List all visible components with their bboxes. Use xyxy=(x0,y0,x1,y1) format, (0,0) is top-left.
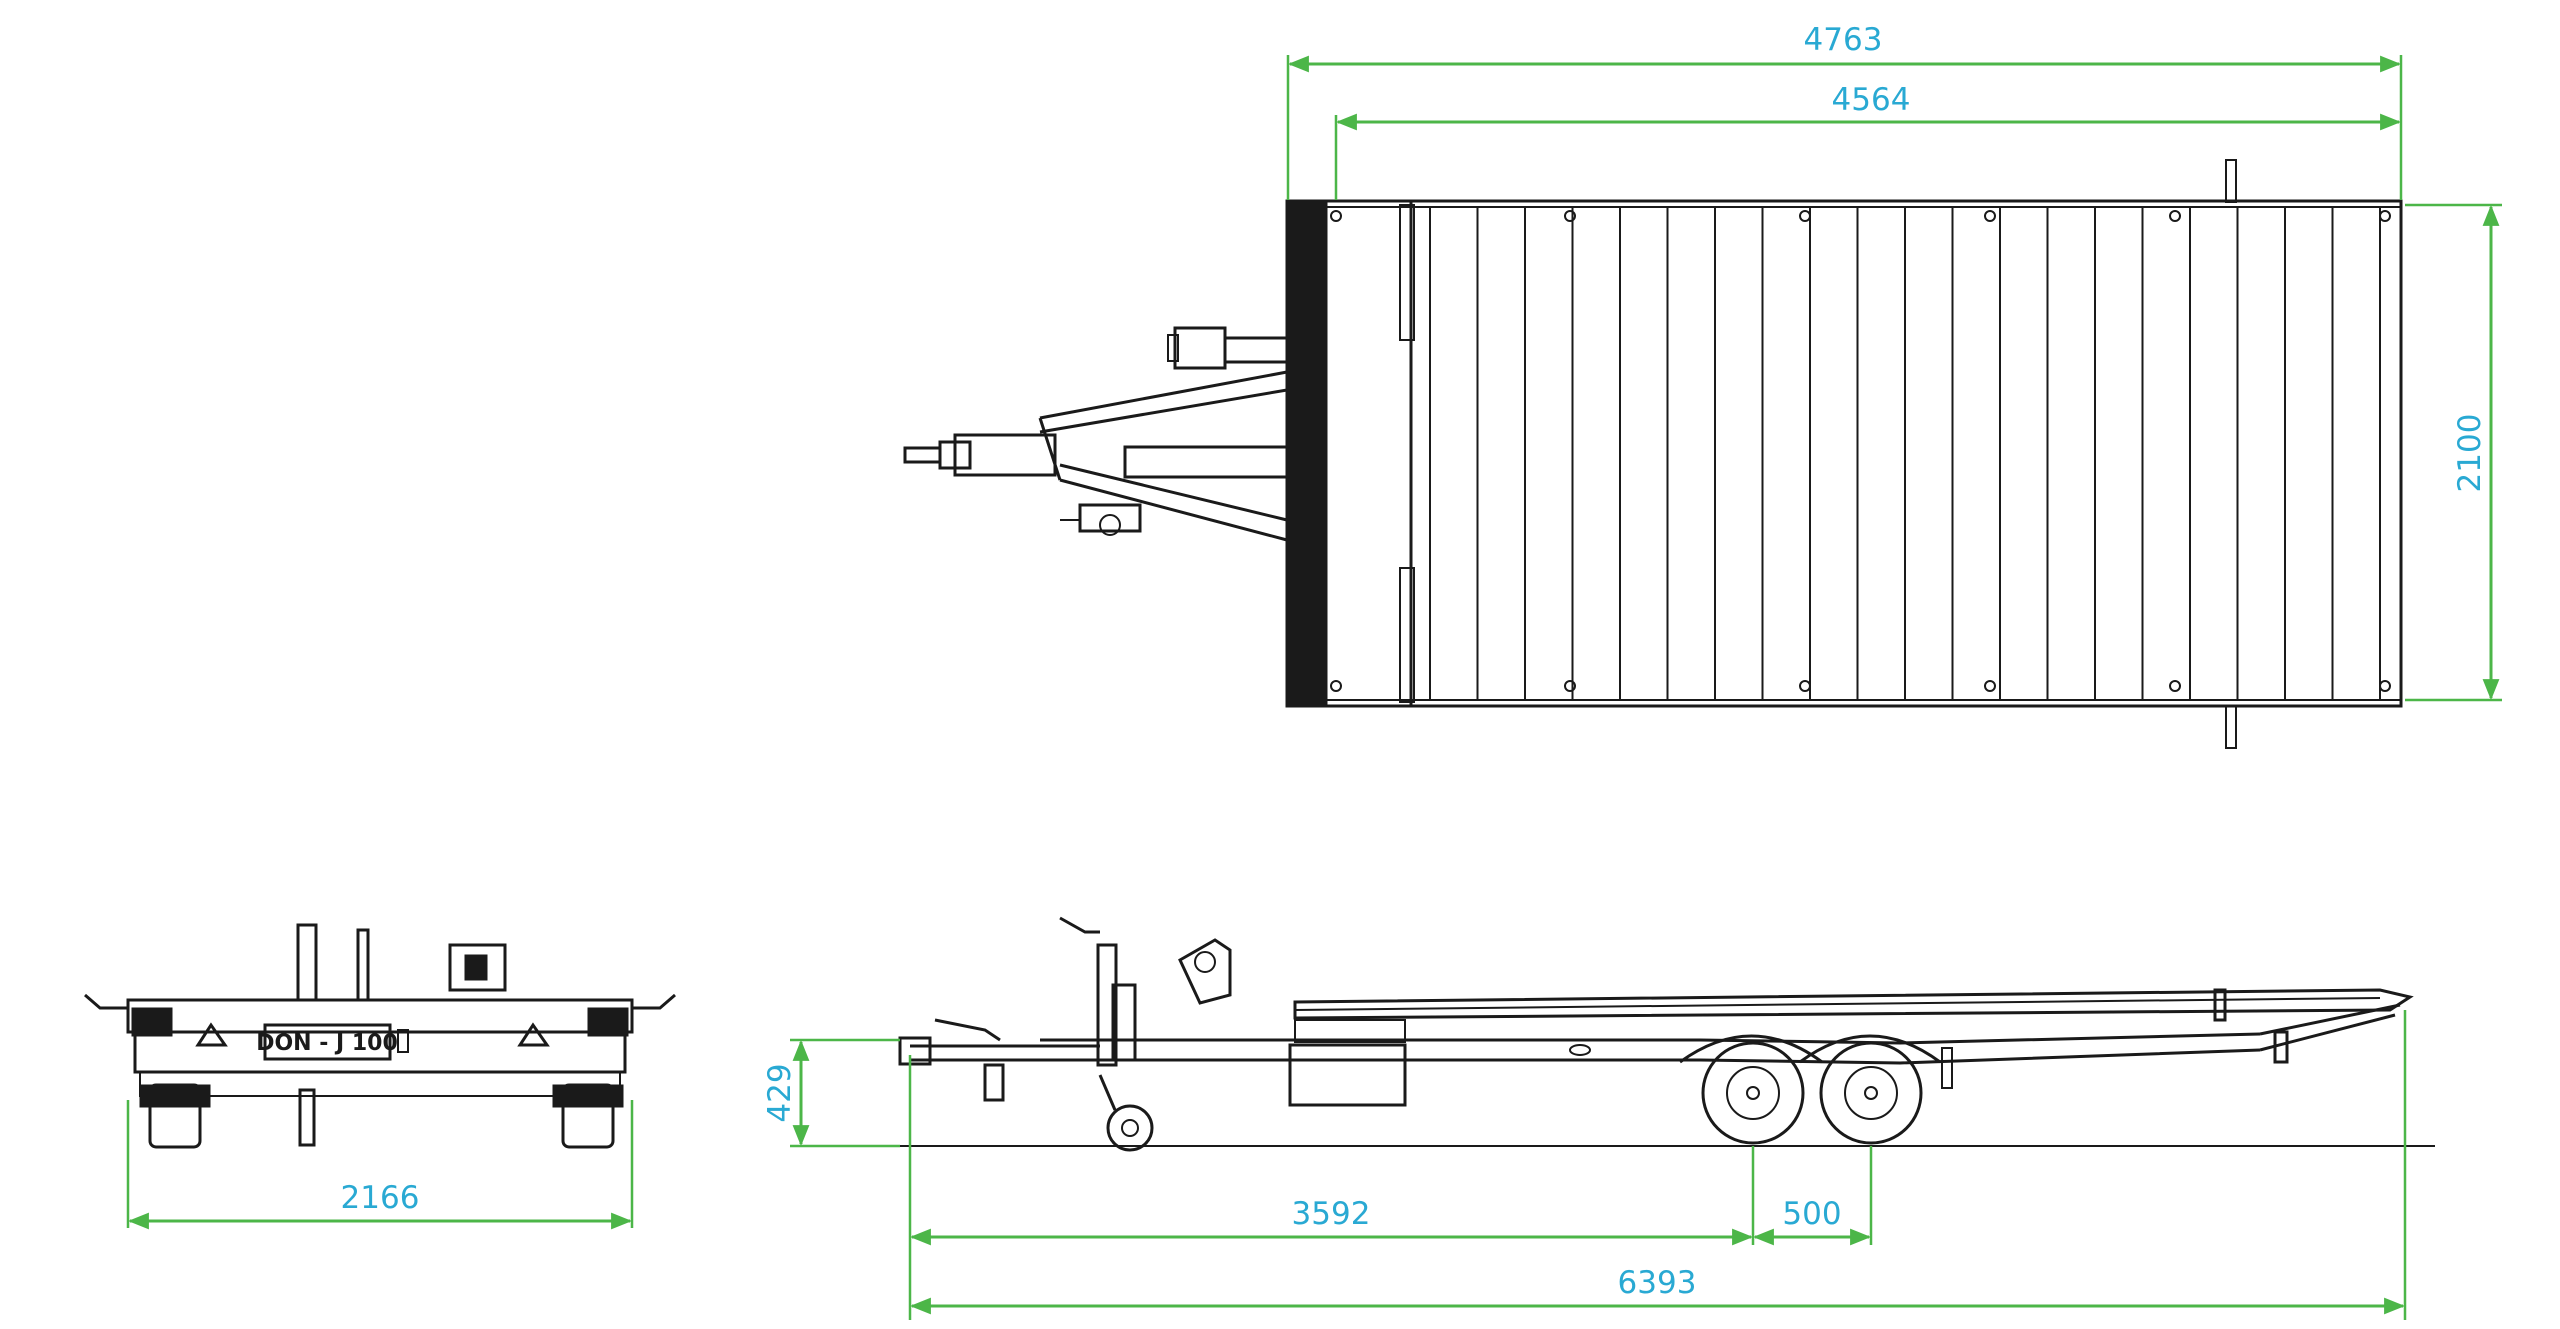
dim-label-4564: 4564 xyxy=(1832,82,1911,118)
dim-top-overall-length: 4763 xyxy=(1286,22,2403,200)
top-deck-outline xyxy=(1285,199,2403,708)
dim-label-500: 500 xyxy=(1782,1196,1841,1232)
top-front-bar xyxy=(1286,200,1328,707)
deck-tie-hole xyxy=(1799,680,1811,692)
dim-label-2166: 2166 xyxy=(341,1180,420,1216)
top-deck-holes xyxy=(1330,210,2391,692)
dim-front-width: 2166 xyxy=(126,1100,634,1230)
dim-label-3592: 3592 xyxy=(1292,1196,1371,1232)
deck-tie-hole xyxy=(1984,210,1996,222)
dim-label-429: 429 xyxy=(762,1063,798,1122)
deck-tie-hole xyxy=(2169,210,2181,222)
side-view xyxy=(885,916,2435,1152)
deck-tie-hole xyxy=(1799,210,1811,222)
deck-tie-hole xyxy=(2379,680,2391,692)
deck-tie-hole xyxy=(1330,680,1342,692)
dim-label-6393: 6393 xyxy=(1618,1265,1697,1301)
dim-side-overall-length: 6393 xyxy=(909,1010,2407,1320)
dim-side-height: 429 xyxy=(762,1038,900,1148)
dim-top-width: 2100 xyxy=(2405,203,2502,702)
dim-side-axle-position: 3592 xyxy=(908,1055,1873,1320)
deck-tie-hole xyxy=(1564,210,1576,222)
top-drawbar xyxy=(903,326,1291,542)
top-deck-planks xyxy=(1429,207,2381,700)
deck-tie-hole xyxy=(1330,210,1342,222)
deck-tie-hole xyxy=(1984,680,1996,692)
dim-side-axle-spacing: 500 xyxy=(1752,1196,1872,1246)
plate-text: DON - J 100 xyxy=(256,1031,398,1056)
license-plate xyxy=(263,1023,392,1061)
dim-top-deck-length: 4564 xyxy=(1334,82,2402,200)
deck-tie-hole xyxy=(2169,680,2181,692)
top-view xyxy=(903,159,2403,749)
dim-label-2100: 2100 xyxy=(2452,414,2488,493)
dim-label-4763: 4763 xyxy=(1804,22,1883,58)
front-view: DON - J 100 xyxy=(84,923,676,1149)
deck-tie-hole xyxy=(1564,680,1576,692)
deck-tie-hole xyxy=(2379,210,2391,222)
